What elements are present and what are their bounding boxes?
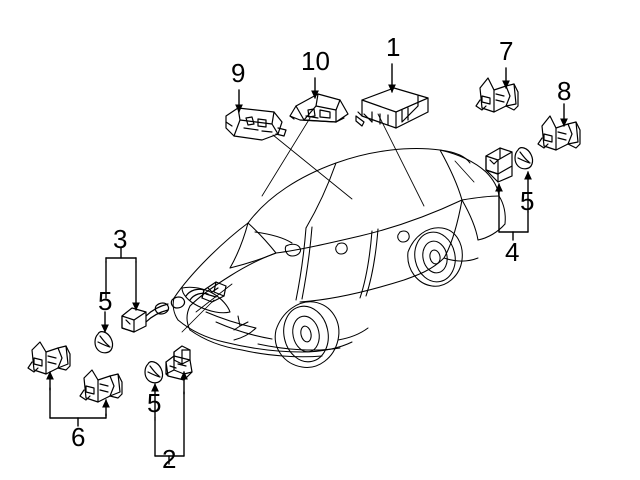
part-1-control-module: [355, 87, 429, 129]
callout-label-5b: 5: [147, 388, 162, 418]
callout-label-5c: 5: [520, 186, 535, 216]
part-2-sensor-bracket: [165, 345, 193, 381]
callout-label-9: 9: [231, 58, 246, 88]
callout-label-5a: 5: [98, 286, 113, 316]
part-9-bracket: [225, 107, 287, 141]
part-5a-grommet: [94, 331, 114, 354]
callout-label-6: 6: [71, 422, 86, 452]
callout-label-10: 10: [301, 46, 330, 76]
part-5b-grommet: [144, 361, 164, 384]
part-10-lamp-housing: [289, 93, 349, 123]
part-6-clip-right: [79, 369, 123, 403]
car-illustration: [172, 148, 506, 368]
part-4-retainer: [485, 147, 513, 183]
callout-label-8: 8: [557, 76, 572, 106]
callout-label-2: 2: [162, 444, 177, 474]
part-5c-grommet: [514, 147, 534, 170]
part-6-clip-left: [27, 341, 71, 375]
callout-label-7: 7: [499, 36, 514, 66]
part-3-wire-harness: [121, 281, 227, 333]
part-8-bracket: [537, 115, 581, 151]
callout-label-3: 3: [113, 224, 128, 254]
callout-label-1: 1: [386, 32, 401, 62]
callout-label-4: 4: [505, 237, 520, 267]
leader-lines: [181, 113, 475, 333]
part-7-bracket: [475, 77, 519, 113]
callout-arrows: [101, 63, 568, 333]
group-connectors: [46, 171, 532, 465]
